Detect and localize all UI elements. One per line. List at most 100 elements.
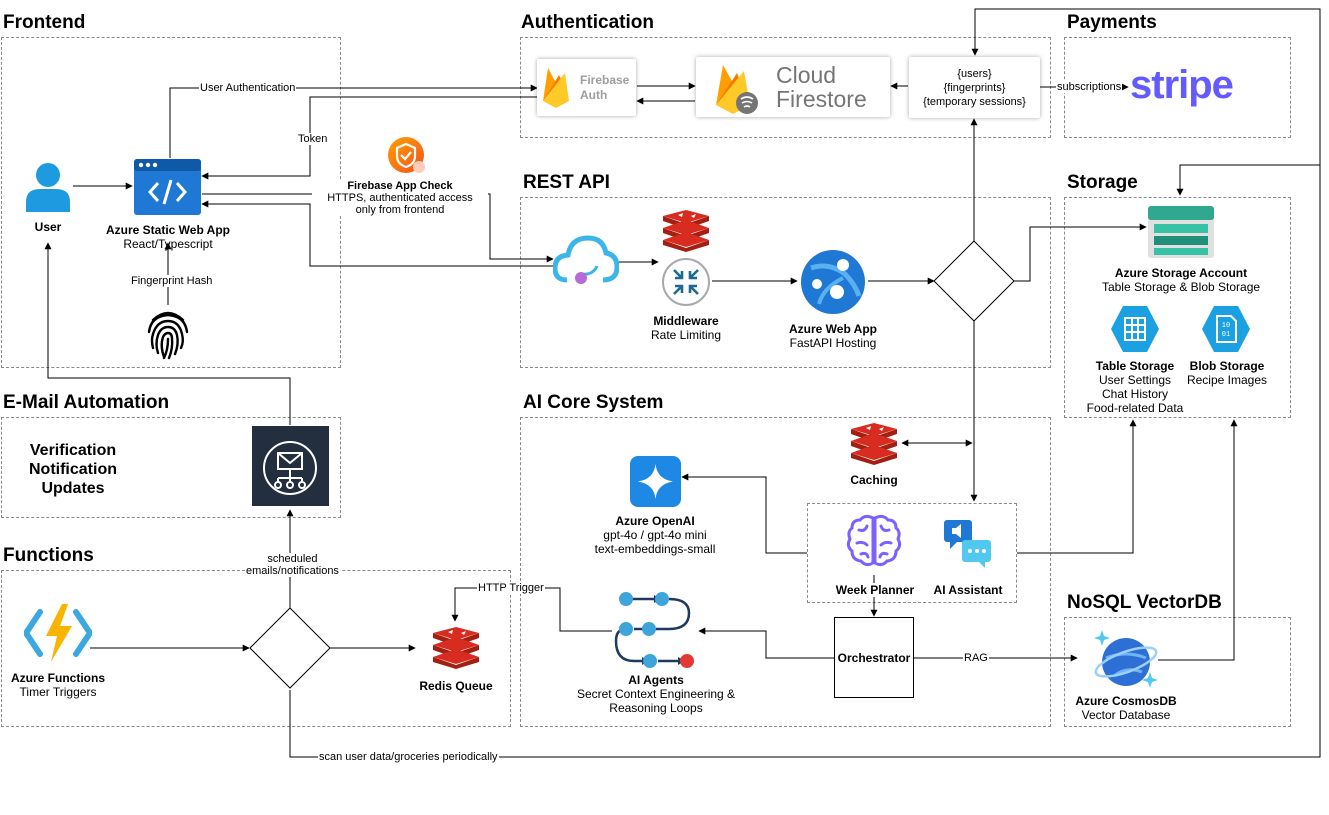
authentication-title: Authentication bbox=[521, 12, 654, 33]
ai-agents-line2: Reasoning Loops bbox=[609, 701, 703, 715]
edge-token bbox=[201, 96, 537, 180]
cosmosdb-label: Azure CosmosDB Vector Database bbox=[1066, 694, 1186, 722]
orchestrator-label: Orchestrator bbox=[837, 651, 911, 665]
app-check-icon bbox=[387, 136, 427, 176]
azure-web-app-subtitle: FastAPI Hosting bbox=[789, 336, 877, 350]
rest-api-title: REST API bbox=[523, 172, 610, 193]
edge-ai-openai bbox=[681, 473, 807, 554]
table-storage-line2: Chat History bbox=[1101, 387, 1169, 401]
email-purposes: Verification Notification Updates bbox=[14, 441, 132, 498]
azure-web-app-title: Azure Web App bbox=[788, 322, 877, 336]
table-storage-icon bbox=[1110, 305, 1160, 353]
middleware-subtitle: Rate Limiting bbox=[650, 328, 722, 342]
week-planner-brain-icon bbox=[845, 512, 903, 570]
email-title: E-Mail Automation bbox=[3, 392, 170, 413]
middleware-title: Middleware bbox=[653, 314, 719, 328]
azure-openai-title: Azure OpenAI bbox=[615, 514, 695, 528]
edge-ai-table bbox=[1017, 419, 1137, 554]
app-check-line3: only from frontend bbox=[355, 204, 445, 216]
edge-label-token: Token bbox=[297, 133, 329, 145]
azure-functions-label: Azure Functions Timer Triggers bbox=[2, 671, 114, 699]
cosmosdb-title: Azure CosmosDB bbox=[1075, 694, 1177, 708]
app-check-label: Firebase App Check HTTPS, authenticated … bbox=[312, 180, 488, 216]
nosql-title: NoSQL VectorDB bbox=[1067, 592, 1222, 613]
user-label: User bbox=[34, 220, 62, 234]
edge-label-scan: scan user data/groceries periodically bbox=[318, 751, 499, 763]
edge-label-scheduled-line1: scheduled bbox=[267, 553, 318, 565]
ai-agents-title: AI Agents bbox=[628, 673, 684, 687]
orchestrator-box: Orchestrator bbox=[834, 617, 914, 698]
stripe-logo: stripe bbox=[1130, 63, 1234, 107]
api-router-diamond bbox=[933, 240, 1015, 322]
edge-agents-redisqueue bbox=[451, 587, 612, 632]
ai-core-group bbox=[520, 417, 1051, 727]
firestore-collections-list: {users} {fingerprints} {temporary sessio… bbox=[909, 67, 1040, 109]
ai-agents-icon bbox=[614, 589, 699, 669]
redis-queue-icon bbox=[431, 627, 481, 669]
edge-api-webapp bbox=[201, 200, 553, 267]
azure-functions-subtitle: Timer Triggers bbox=[19, 685, 97, 699]
middleware-icon bbox=[661, 257, 711, 307]
storage-title: Storage bbox=[1067, 172, 1138, 193]
storage-account-label: Azure Storage Account Table Storage & Bl… bbox=[1086, 266, 1276, 294]
rest-api-group bbox=[520, 197, 1051, 368]
storage-account-icon bbox=[1148, 206, 1214, 258]
email-purpose-updates: Updates bbox=[41, 480, 105, 497]
payments-title: Payments bbox=[1067, 12, 1157, 33]
static-web-app-icon bbox=[134, 159, 201, 215]
azure-openai-line1: gpt-4o / gpt-4o mini bbox=[603, 528, 707, 542]
week-planner-label: Week Planner bbox=[825, 583, 925, 597]
email-purpose-verification: Verification bbox=[29, 442, 117, 459]
ai-assistant-icon bbox=[942, 518, 993, 568]
edge-loop-storage bbox=[1176, 164, 1320, 196]
blob-storage-line1: Recipe Images bbox=[1186, 373, 1268, 387]
cosmosdb-subtitle: Vector Database bbox=[1081, 708, 1171, 722]
firebase-auth-line2: Auth bbox=[580, 88, 608, 102]
user-icon bbox=[24, 162, 72, 212]
redis-rate-limit-icon bbox=[661, 210, 711, 252]
email-purpose-notification: Notification bbox=[29, 461, 117, 478]
blob-storage-title: Blob Storage bbox=[1189, 359, 1265, 373]
nosql-group bbox=[1064, 617, 1291, 727]
ai-assistant-label: AI Assistant bbox=[933, 583, 1003, 597]
static-web-app-label: Azure Static Web App React/Typescript bbox=[95, 223, 241, 251]
cloud-firestore-line1: Cloud bbox=[776, 62, 837, 88]
middleware-label: Middleware Rate Limiting bbox=[631, 314, 741, 342]
blob-storage-icon: 10 01 bbox=[1201, 305, 1251, 353]
edge-label-scheduled-line2: emails/notifications bbox=[246, 565, 339, 577]
static-web-app-subtitle: React/Typescript bbox=[123, 237, 213, 251]
functions-title: Functions bbox=[3, 545, 94, 566]
edge-cosmos-blob bbox=[1158, 419, 1238, 661]
redis-queue-label: Redis Queue bbox=[419, 679, 493, 693]
storage-group bbox=[1064, 197, 1291, 418]
cloud-firestore-line2: Firestore bbox=[776, 86, 867, 112]
firebase-auth-card: Firebase Auth bbox=[537, 59, 636, 116]
caching-label: Caching bbox=[850, 473, 898, 487]
edge-label-http-trigger: HTTP Trigger bbox=[477, 582, 545, 594]
fingerprint-icon bbox=[145, 308, 191, 360]
svg-text:10: 10 bbox=[1222, 322, 1230, 330]
azure-openai-icon bbox=[630, 456, 681, 507]
storage-account-title: Azure Storage Account bbox=[1114, 266, 1248, 280]
api-gateway-icon bbox=[552, 234, 620, 289]
cloud-firestore-card: Cloud Firestore bbox=[696, 57, 890, 117]
edge-label-rag: RAG bbox=[963, 652, 989, 664]
azure-functions-title: Azure Functions bbox=[10, 671, 105, 685]
ai-agents-line1: Secret Context Engineering & bbox=[576, 687, 736, 701]
edge-label-user-authentication: User Authentication bbox=[199, 82, 297, 94]
frontend-title: Frontend bbox=[3, 12, 86, 33]
functions-router-diamond bbox=[249, 607, 331, 689]
collection-users: {users} bbox=[957, 68, 992, 80]
firebase-icon bbox=[543, 68, 569, 108]
fingerprint-hash-label: Fingerprint Hash bbox=[130, 275, 214, 287]
edge-scan-loop bbox=[289, 8, 1321, 758]
table-storage-line1: User Settings bbox=[1098, 373, 1172, 387]
edge-orchestrator-agents bbox=[698, 627, 834, 659]
ai-core-title: AI Core System bbox=[523, 392, 664, 413]
azure-web-app-icon bbox=[799, 248, 867, 315]
edge-label-subscriptions: subscriptions bbox=[1056, 81, 1123, 93]
blob-storage-label: Blob Storage Recipe Images bbox=[1171, 359, 1283, 387]
ai-services-group bbox=[807, 503, 1017, 603]
edge-router-storage bbox=[1014, 223, 1147, 282]
